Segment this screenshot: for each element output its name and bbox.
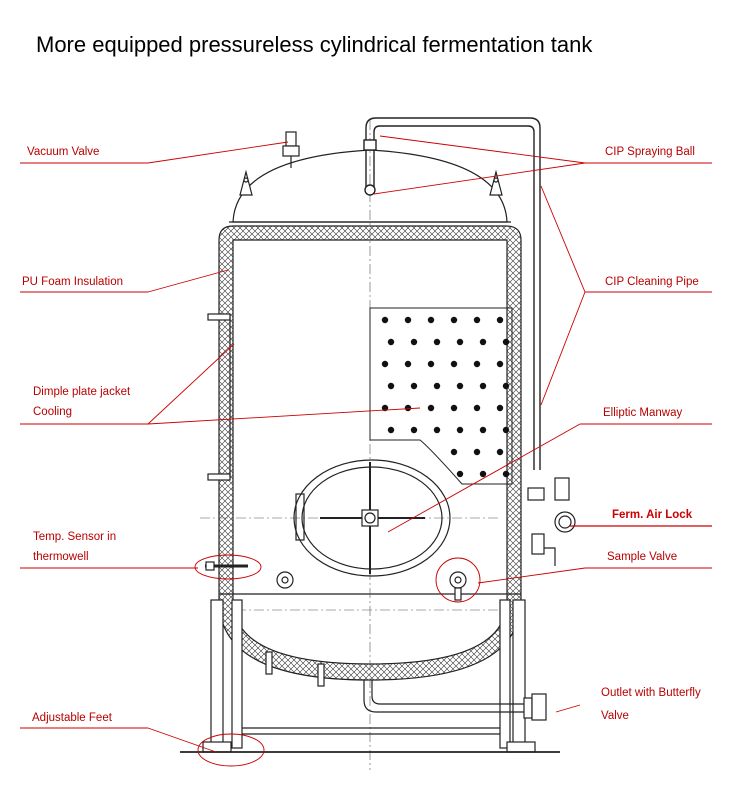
dimple-dot — [381, 360, 389, 368]
dimple-dot — [502, 470, 510, 478]
dimple-dot — [433, 426, 441, 434]
label-elliptic-manway: Elliptic Manway — [603, 407, 683, 419]
dimple-dot — [473, 448, 481, 456]
dimple-dot — [479, 382, 487, 390]
dimple-dot — [404, 316, 412, 324]
dimple-dot — [473, 316, 481, 324]
dimple-dot — [404, 360, 412, 368]
dimple-dot — [410, 426, 418, 434]
dimple-dot — [387, 338, 395, 346]
outlet-pipe — [265, 651, 547, 721]
dimple-dot — [450, 404, 458, 412]
label-adjustable-feet: Adjustable Feet — [32, 712, 112, 724]
dimple-dot — [456, 382, 464, 390]
legs — [180, 599, 560, 753]
dimple-jacket — [369, 307, 513, 485]
dimple-dot — [456, 338, 464, 346]
label-outlet-valve: Valve — [601, 710, 629, 722]
dimple-dot — [502, 338, 510, 346]
label-cip-spraying-ball: CIP Spraying Ball — [605, 146, 695, 158]
dimple-dot — [496, 448, 504, 456]
dimple-dot — [387, 426, 395, 434]
dimple-dot — [433, 382, 441, 390]
label-ferm-air-lock: Ferm. Air Lock — [612, 509, 693, 521]
dimple-dot — [450, 360, 458, 368]
dimple-dot — [427, 404, 435, 412]
dimple-dot — [496, 360, 504, 368]
dimple-dot — [427, 316, 435, 324]
dimple-dot — [456, 470, 464, 478]
label-pu-foam-insulation: PU Foam Insulation — [22, 276, 123, 288]
temp-sensor — [205, 561, 248, 571]
dimple-dot — [381, 316, 389, 324]
dimple-dot — [433, 338, 441, 346]
label-vacuum-valve: Vacuum Valve — [27, 146, 100, 158]
leader-lines — [20, 135, 712, 767]
dimple-dot — [450, 316, 458, 324]
label-cip-cleaning-pipe: CIP Cleaning Pipe — [605, 276, 699, 288]
label-temp-sensor: Temp. Sensor in — [33, 531, 117, 543]
manway — [293, 459, 451, 577]
dimple-dot — [410, 338, 418, 346]
dimple-dot — [387, 382, 395, 390]
dimple-dot — [502, 382, 510, 390]
label-sample-valve: Sample Valve — [607, 551, 678, 563]
dimple-dot — [410, 382, 418, 390]
dimple-dot — [496, 316, 504, 324]
label-dimple-plate-jacket: Dimple plate jacket — [33, 386, 131, 398]
dimple-dot — [427, 360, 435, 368]
dimple-dot — [479, 470, 487, 478]
label-thermowell: thermowell — [33, 551, 89, 563]
dimple-dot — [502, 426, 510, 434]
dimple-dot — [479, 338, 487, 346]
dimple-dot — [404, 404, 412, 412]
label-cooling: Cooling — [33, 406, 72, 418]
dimple-dot — [450, 448, 458, 456]
label-outlet-butterfly: Outlet with Butterfly — [601, 687, 701, 699]
dimple-dot — [473, 404, 481, 412]
diagram-title: More equipped pressureless cylindrical f… — [36, 32, 593, 57]
dimple-dot — [479, 426, 487, 434]
vacuum-valve — [282, 131, 300, 168]
air-lock — [527, 477, 576, 566]
dimple-dot — [456, 426, 464, 434]
dimple-dot — [473, 360, 481, 368]
dimple-dot — [496, 404, 504, 412]
cip-pipe — [363, 117, 541, 470]
